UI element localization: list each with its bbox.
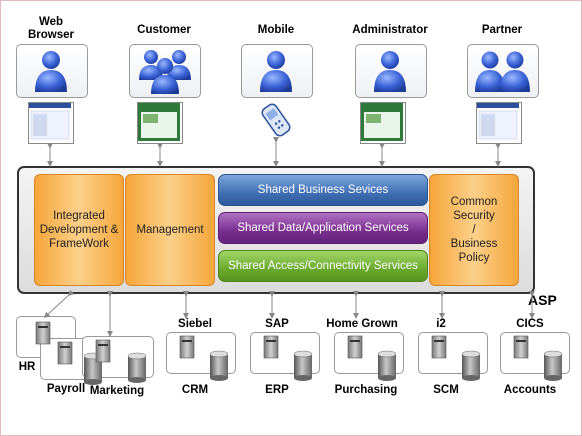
consumer-label-customer: Customer [137,24,191,36]
shared-business-services-bar: Shared Business Sevices [218,174,428,206]
person-icon [35,51,67,92]
database-cylinder-icon [543,350,563,381]
two-people-icon [475,51,530,92]
server-icon [263,335,279,359]
system-label-purchasing: Purchasing [334,384,398,396]
database-cylinder-icon [209,350,229,381]
system-label-sap: SAP [265,318,289,330]
system-label-hr: HR [18,361,36,373]
consumer-label-partner: Partner [481,24,523,36]
system-label-payroll: Payroll [46,383,86,395]
browser-window-icon [477,103,519,140]
server-icon [513,335,529,359]
server-icon [57,341,73,365]
shared-data-application-services-bar: Shared Data/Application Services [218,212,428,244]
database-cylinder-icon [127,352,147,383]
server-icon [95,339,111,363]
management-box: Management [125,174,215,286]
system-label-crm: CRM [181,384,209,396]
asp-label: ASP [528,292,557,308]
server-icon [179,335,195,359]
system-label-erp: ERP [265,384,289,396]
web-page-icon [138,103,180,141]
browser-window-icon [29,103,71,140]
consumer-label-web-browser: Web Browser [27,16,75,41]
server-icon [35,321,51,345]
web-page-icon [361,103,403,141]
database-cylinder-icon [293,350,313,381]
connector-arrows [43,137,535,337]
consumer-label-mobile: Mobile [257,24,295,36]
consumer-label-administrator: Administrator [352,24,428,36]
system-label-scm: SCM [433,384,459,396]
system-label-siebel: Siebel [178,318,212,330]
person-icon [260,51,292,92]
database-cylinder-icon [377,350,397,381]
system-label-home-grown: Home Grown [326,318,398,330]
group-icon [139,50,191,94]
system-label-accounts: Accounts [503,384,557,396]
common-security-business-policy-box: Common Security / Business Policy [429,174,519,286]
integrated-development-framework-box: Integrated Development & FrameWork [34,174,124,286]
server-icon [347,335,363,359]
database-cylinder-icon [461,350,481,381]
server-icon [431,335,447,359]
shared-access-connectivity-services-bar: Shared Access/Connectivity Services [218,250,428,282]
system-label-marketing: Marketing [89,385,145,397]
system-label-i2: i2 [436,318,446,330]
person-icon [374,51,406,92]
mobile-phone-icon [261,103,291,137]
system-label-cics: CICS [516,318,544,330]
